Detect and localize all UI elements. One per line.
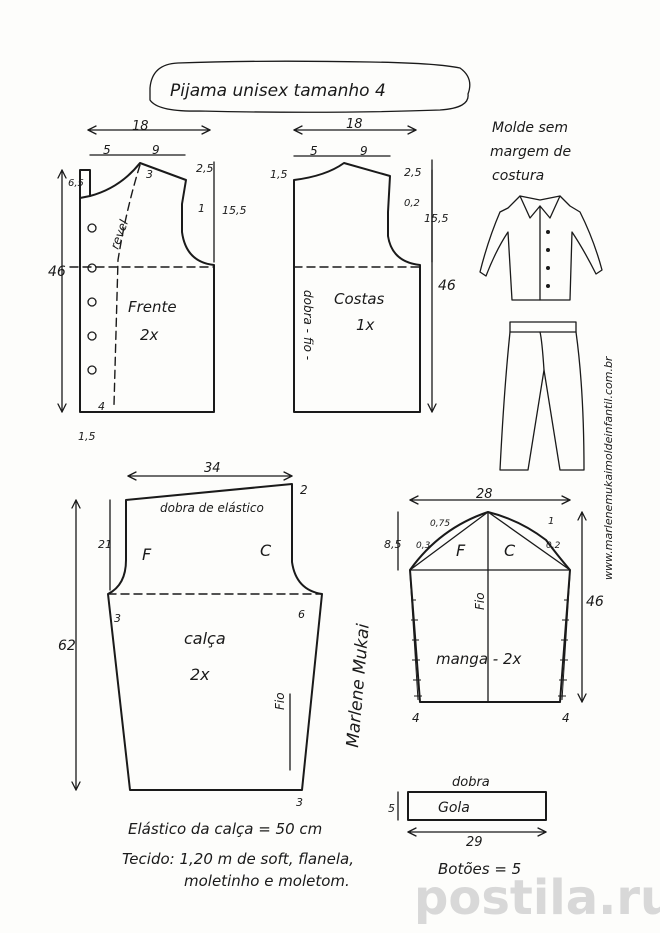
calca-length: 62 (58, 638, 76, 654)
frente-piece: 18 5 9 revel 2,5 15,5 1 3 6,5 46 1,5 4 F… (48, 119, 247, 443)
signature: Marlene Mukai (343, 623, 374, 749)
button-mark (87, 223, 97, 233)
calca-waist-fold: dobra de elástico (160, 501, 264, 515)
calca-hem: 3 (296, 796, 303, 809)
frente-width-label: 18 (132, 119, 149, 134)
note-tecido: Tecido: 1,20 m de soft, flanela, (122, 850, 354, 868)
manga-cuff-right: 4 (562, 711, 570, 725)
note-line-3: costura (492, 168, 544, 184)
manga-front: F (456, 541, 466, 560)
manga-cap: 8,5 (384, 538, 402, 551)
gola-piece: dobra 5 Gola 29 (388, 775, 547, 850)
calca-grain: Fio (273, 692, 287, 710)
calca-crotch-front: 3 (114, 612, 121, 625)
calca-waist-rise: 2 (300, 483, 308, 497)
page-title: Pijama unisex tamanho 4 (170, 81, 386, 101)
note-line-1: Molde sem (492, 120, 568, 136)
manga-length: 46 (586, 594, 604, 610)
frente-neck-depth: 6,5 (68, 178, 84, 189)
garment-sketch (479, 195, 603, 471)
calca-front: F (142, 545, 152, 564)
costas-width-label: 18 (346, 117, 363, 132)
frente-neck-curve: 3 (146, 168, 153, 181)
title-frame: Pijama unisex tamanho 4 (149, 60, 471, 113)
costas-fold-label: dobra - fio - (301, 290, 315, 360)
frente-shoulder-a: 5 (103, 143, 111, 157)
calca-back: C (260, 541, 272, 560)
manga-ease-b: 1 (548, 516, 554, 527)
website-label: www.marlenemukaimoldeinfantil.com.br (602, 355, 615, 580)
costas-armhole-curve: 0,2 (404, 198, 420, 209)
manga-back: C (504, 541, 516, 560)
button-mark (87, 297, 97, 307)
calca-name: calça (184, 629, 226, 648)
costas-qty: 1x (356, 316, 375, 334)
frente-hem: 1,5 (78, 430, 96, 443)
calca-piece: 34 2 dobra de elástico 21 62 F C 3 6 3 F… (58, 461, 323, 809)
button-mark (87, 365, 97, 375)
costas-shoulder-a: 5 (310, 144, 318, 158)
costas-shoulder-b: 9 (360, 144, 368, 158)
calca-width-label: 34 (204, 461, 221, 476)
gola-name: Gola (438, 800, 470, 816)
frente-name: Frente (128, 298, 177, 316)
frente-button-margin: 4 (98, 400, 105, 413)
note-botoes: Botões = 5 (438, 860, 521, 878)
manga-name: manga - 2x (436, 650, 522, 668)
costas-armhole: 15,5 (424, 212, 449, 225)
frente-qty: 2x (140, 326, 159, 344)
costas-piece: 18 5 9 1,5 2,5 0,2 15,5 46 dobra - fio -… (270, 117, 456, 413)
frente-armhole-curve: 1 (198, 202, 205, 215)
manga-width-label: 28 (476, 487, 493, 502)
manga-cuff-left: 4 (412, 711, 420, 725)
gola-height: 5 (388, 802, 395, 815)
frente-shoulder-b: 9 (152, 143, 160, 157)
gola-width: 29 (466, 835, 483, 850)
button-mark (87, 331, 97, 341)
frente-drop: 2,5 (196, 162, 214, 175)
frente-armhole: 15,5 (222, 204, 247, 217)
manga-ease-a: 0,75 (430, 519, 450, 529)
button-mark (87, 263, 97, 273)
costas-neck: 1,5 (270, 168, 288, 181)
costas-drop: 2,5 (404, 166, 422, 179)
frente-revel-label: revel (108, 217, 132, 251)
gola-fold: dobra (452, 775, 490, 790)
note-line-2: margem de (490, 144, 571, 160)
manga-ease-c: 0,3 (416, 541, 431, 551)
frente-height: 46 (48, 264, 66, 280)
manga-piece: 28 8,5 46 0,75 1 0,3 0,2 F C Fio manga -… (384, 487, 604, 725)
calca-qty: 2x (190, 665, 210, 684)
note-tecido-2: moletinho e moletom. (184, 872, 350, 890)
manga-ease-d: 0,2 (546, 541, 561, 551)
note-elastico: Elástico da calça = 50 cm (128, 820, 322, 838)
watermark: postila.ru (414, 870, 660, 926)
costas-height: 46 (438, 278, 456, 294)
manga-grain: Fio (473, 592, 487, 610)
costas-name: Costas (334, 290, 385, 308)
calca-crotch-back: 6 (298, 608, 305, 621)
calca-crotch: 21 (98, 538, 112, 551)
